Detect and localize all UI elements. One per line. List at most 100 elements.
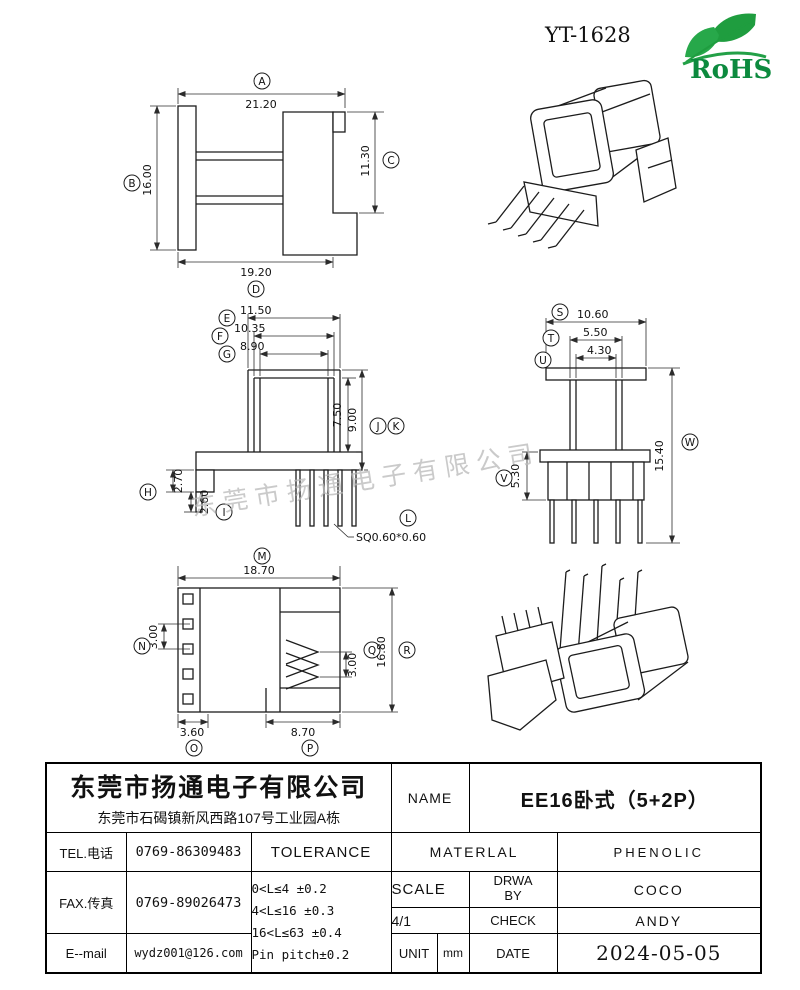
email-value: wydz001@126.com xyxy=(125,933,252,974)
material-label: MATERLAL xyxy=(390,832,558,872)
dim-value-F: 10.35 xyxy=(234,322,266,335)
dim-value-T: 5.50 xyxy=(583,326,608,339)
dim-label-O: O xyxy=(185,739,203,757)
dim-label-U: U xyxy=(534,351,552,369)
dim-P: 8.70 P xyxy=(265,714,341,757)
dim-label-P: P xyxy=(301,739,319,757)
dim-label-H: H xyxy=(139,483,157,501)
check-value: ANDY xyxy=(556,907,762,934)
svg-text:R: R xyxy=(403,645,410,657)
dim-value-C: 11.30 xyxy=(359,145,372,177)
dim-M: 18.70 M xyxy=(177,547,341,586)
dim-label-K: K xyxy=(387,417,405,435)
svg-text:L: L xyxy=(405,513,411,525)
tolerance-line: 16<L≤63 ±0.4 xyxy=(251,925,342,940)
dim-value-Q: 3.00 xyxy=(346,653,359,678)
name-label: NAME xyxy=(390,762,470,833)
isometric-view-top xyxy=(487,79,677,249)
dim-label-Q: Q xyxy=(363,641,381,659)
dim-O: 3.60 O xyxy=(177,714,209,757)
material-value: PHENOLIC xyxy=(556,832,762,872)
fax-label: FAX.传真 xyxy=(45,871,127,934)
svg-text:P: P xyxy=(307,743,313,755)
company-cell: 东莞市扬通电子有限公司 东莞市石碣镇新风西路107号工业园A栋 xyxy=(45,762,392,833)
svg-text:V: V xyxy=(500,473,508,485)
svg-text:I: I xyxy=(222,507,225,519)
svg-text:O: O xyxy=(190,743,198,755)
dim-label-M: M xyxy=(253,547,271,565)
dim-H: 2.70 H xyxy=(139,469,194,501)
svg-text:C: C xyxy=(387,155,394,167)
dim-N: 3.00 N xyxy=(133,623,190,655)
scale-value: 4/1 xyxy=(390,907,470,934)
svg-text:T: T xyxy=(547,333,555,345)
dim-label-N: N xyxy=(133,637,151,655)
dim-value-O: 3.60 xyxy=(180,726,205,739)
rohs-leaf-icon xyxy=(709,13,756,42)
svg-text:E: E xyxy=(224,313,231,325)
dim-label-C: C xyxy=(382,151,400,169)
dim-S: 10.60 S xyxy=(545,303,647,366)
unit-label: UNIT xyxy=(392,934,438,972)
dim-label-E: E xyxy=(218,309,236,327)
svg-text:F: F xyxy=(217,331,223,343)
svg-text:M: M xyxy=(257,551,266,563)
tolerance-label: TOLERANCE xyxy=(250,832,392,872)
tel-label: TEL.电话 xyxy=(45,832,127,872)
dim-J: 9.00 J xyxy=(342,369,387,471)
dim-label-F: F xyxy=(211,327,229,345)
svg-text:U: U xyxy=(539,355,547,367)
dim-value-W: 15.40 xyxy=(653,440,666,472)
check-label: CHECK xyxy=(468,907,558,934)
dim-T: 5.50 T xyxy=(542,326,623,378)
iso-top-pins xyxy=(487,185,585,249)
unit-cell: UNIT mm xyxy=(390,933,470,974)
dim-label-L: L xyxy=(399,509,417,527)
dim-E: 11.50 E xyxy=(218,304,341,368)
view-front-right: 10.60 S 5.50 T 4.30 U 5.30 V 15.40 W xyxy=(495,303,699,544)
dim-label-G: G xyxy=(218,345,236,363)
dim-value-L: SQ0.60*0.60 xyxy=(356,531,426,544)
dim-value-U: 4.30 xyxy=(587,344,612,357)
dim-label-R: R xyxy=(398,641,416,659)
email-label: E--mail xyxy=(45,933,127,974)
dim-B: 16.00 B xyxy=(123,105,176,251)
title-block: 东莞市扬通电子有限公司 东莞市石碣镇新风西路107号工业园A栋 NAME EE1… xyxy=(45,762,763,974)
dim-value-G: 8.90 xyxy=(240,340,265,353)
dim-label-J: J xyxy=(369,417,387,435)
drawing-sheet: YT-1628 RoHS 21.20 A 16.00 B xyxy=(123,13,772,757)
svg-text:W: W xyxy=(685,437,696,449)
dim-label-V: V xyxy=(495,469,513,487)
dim-value-R: 16.80 xyxy=(375,636,388,668)
part-name: EE16卧式（5+2P） xyxy=(468,762,762,833)
dim-label-I: I xyxy=(215,503,233,521)
dim-value-E: 11.50 xyxy=(240,304,272,317)
rohs-logo: RoHS xyxy=(682,13,772,85)
date-label: DATE xyxy=(468,933,558,974)
dim-label-W: W xyxy=(681,433,699,451)
dim-G: 8.90 G xyxy=(218,340,329,376)
scale-label: SCALE xyxy=(390,871,470,908)
view-front-left: 11.50 E 10.35 F 8.90 G 7.50 K 9.00 J xyxy=(139,304,426,544)
dim-V: 5.30 V xyxy=(495,451,546,501)
fax-value: 0769-89026473 xyxy=(125,871,252,934)
tolerance-values: 0<L≤4 ±0.2 4<L≤16 ±0.3 16<L≤63 ±0.4 Pin … xyxy=(250,871,392,974)
dim-I: 2.60 I xyxy=(184,490,233,521)
dim-W: 15.40 W xyxy=(646,367,699,544)
company-name: 东莞市扬通电子有限公司 xyxy=(70,774,368,802)
rohs-leaf-icon xyxy=(685,27,719,58)
tolerance-line: Pin pitch±0.2 xyxy=(251,946,350,962)
svg-text:A: A xyxy=(258,76,266,88)
dim-C: 11.30 C xyxy=(347,111,400,214)
svg-text:Q: Q xyxy=(368,645,376,657)
isometric-view-bottom xyxy=(487,563,689,731)
dim-value-I: 2.60 xyxy=(198,490,211,515)
dim-F: 10.35 F xyxy=(211,322,335,376)
unit-value: mm xyxy=(443,946,464,960)
tolerance-line: 4<L≤16 ±0.3 xyxy=(251,903,335,919)
dim-value-J: 9.00 xyxy=(346,408,359,433)
svg-text:K: K xyxy=(393,421,401,433)
view-bottom: 18.70 M 3.00 N 3.60 O 8.70 P 3.00 xyxy=(133,547,416,757)
dim-value-D: 19.20 xyxy=(240,266,272,279)
dim-value-S: 10.60 xyxy=(577,308,609,321)
